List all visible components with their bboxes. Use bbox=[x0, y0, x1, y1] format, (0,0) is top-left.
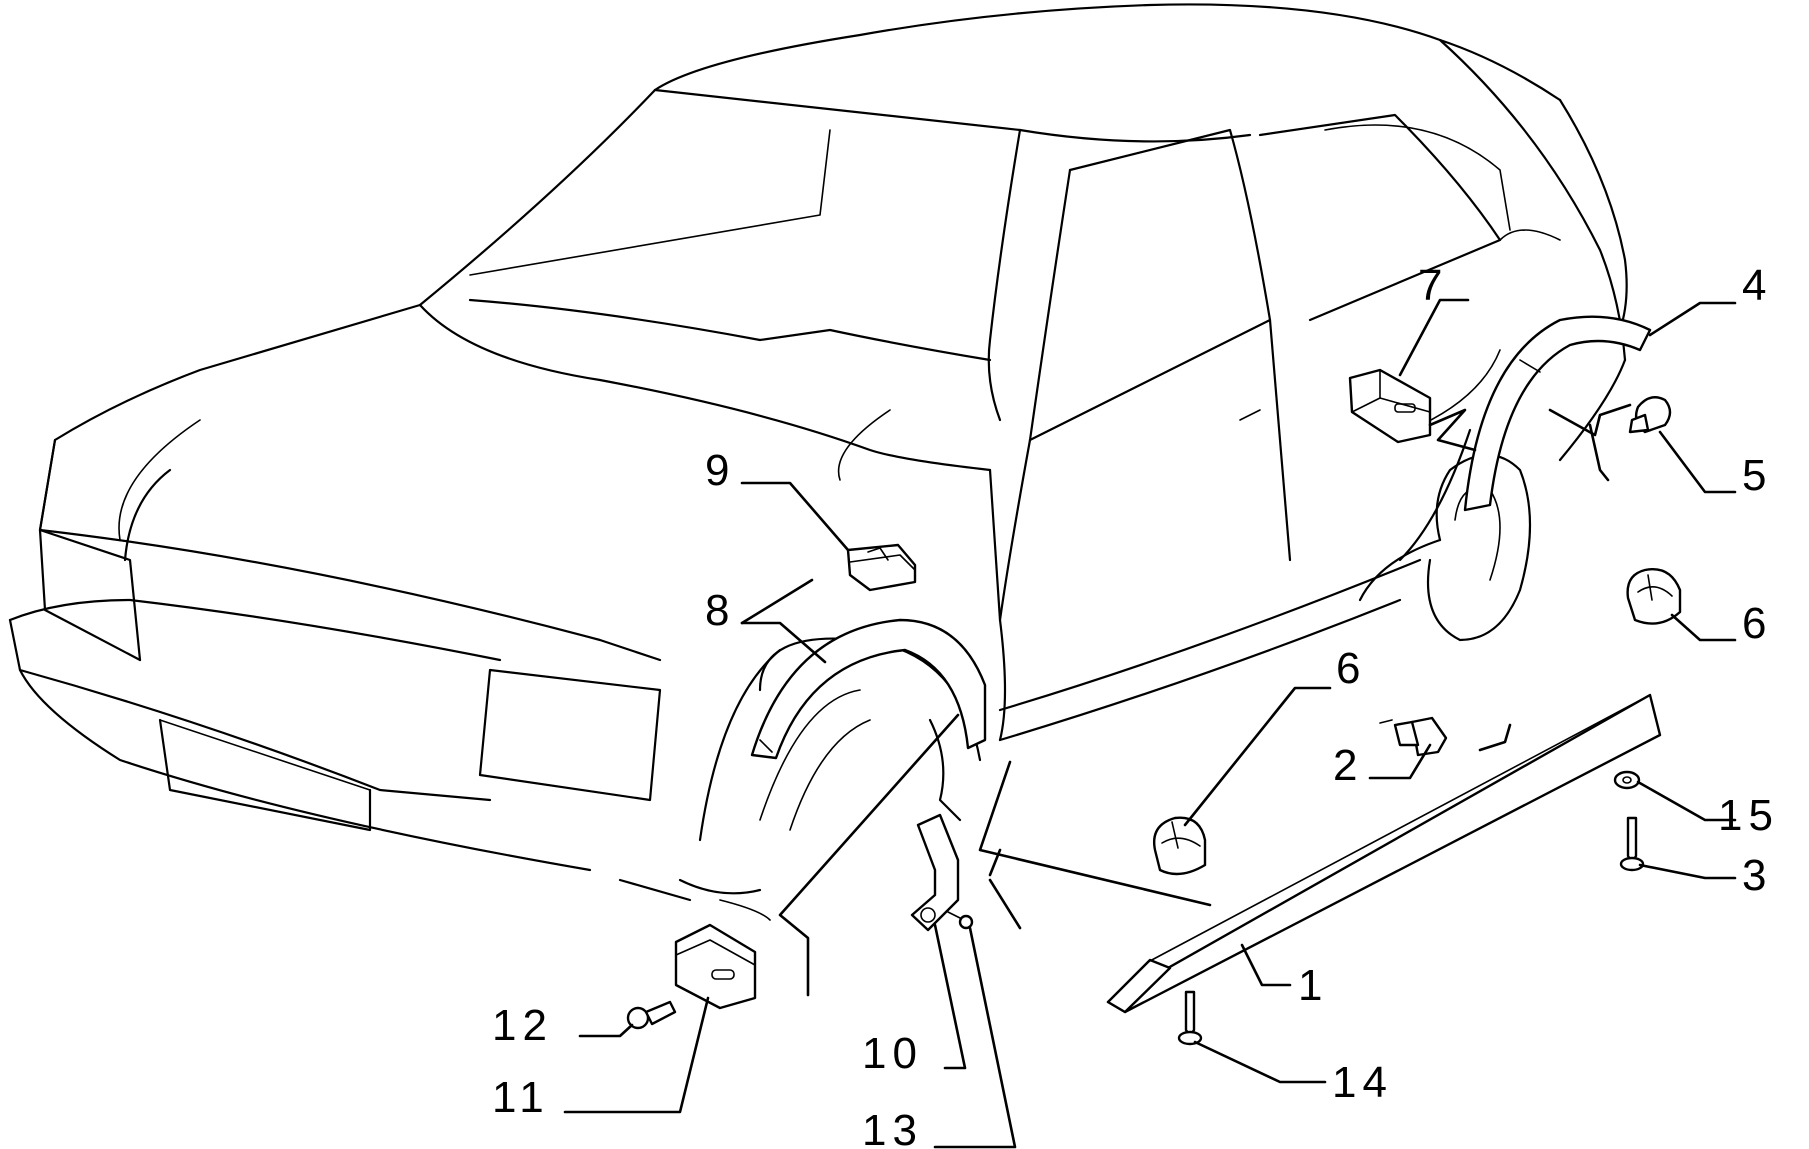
callout-4: 4 bbox=[1742, 261, 1772, 310]
washer bbox=[1613, 770, 1641, 790]
grommet-right bbox=[1626, 568, 1682, 625]
front-wheel-arch-trim bbox=[750, 618, 987, 760]
callout-10: 10 bbox=[862, 1029, 923, 1078]
callout-labels: 1 2 3 4 5 6 6 7 8 9 10 11 12 13 14 15 bbox=[492, 261, 1779, 1149]
fastener-clip bbox=[1379, 716, 1448, 757]
callout-1: 1 bbox=[1298, 961, 1328, 1010]
callout-11: 11 bbox=[492, 1073, 550, 1122]
screw-small bbox=[947, 911, 974, 930]
callout-8: 8 bbox=[705, 586, 735, 635]
car-body-outline bbox=[8, 3, 1628, 921]
callout-3: 3 bbox=[1742, 851, 1772, 900]
callout-12: 12 bbox=[492, 1001, 553, 1050]
callout-2: 2 bbox=[1333, 741, 1363, 790]
callout-13: 13 bbox=[862, 1106, 923, 1149]
grommet-centre bbox=[1153, 816, 1207, 876]
screw-left bbox=[1177, 990, 1203, 1046]
rear-wheel-arch-trim bbox=[1463, 315, 1652, 512]
push-clip bbox=[1628, 396, 1672, 434]
side-sill-moulding bbox=[1106, 693, 1662, 1014]
callout-6-right: 6 bbox=[1742, 599, 1772, 648]
callout-7: 7 bbox=[1418, 261, 1448, 310]
bracket-middle bbox=[910, 813, 960, 932]
callout-15: 15 bbox=[1718, 791, 1779, 840]
bracket-front bbox=[674, 923, 757, 1010]
callout-6-centre: 6 bbox=[1336, 644, 1366, 693]
callout-14: 14 bbox=[1332, 1058, 1393, 1107]
clip-front-door bbox=[846, 543, 917, 592]
leader-lines bbox=[563, 298, 1737, 1149]
callout-5: 5 bbox=[1742, 451, 1772, 500]
bolt-front bbox=[626, 1000, 677, 1030]
screw-right bbox=[1619, 816, 1645, 872]
clip-rear-door bbox=[1348, 368, 1432, 444]
callout-9: 9 bbox=[705, 446, 735, 495]
